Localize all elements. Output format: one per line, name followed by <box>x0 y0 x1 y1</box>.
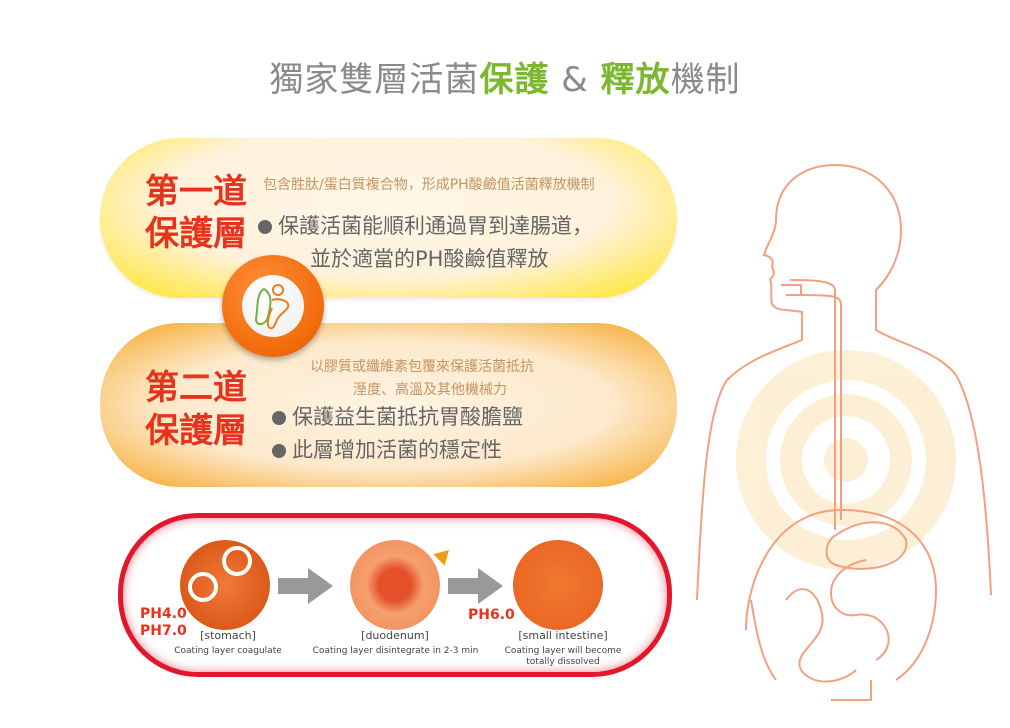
second-layer-panel: 第二道 保護層 以膠質或纖維素包覆來保護活菌抵抗 溼度、高溫及其他機械力 保護益… <box>100 323 677 487</box>
stage-label: [stomach] <box>200 629 256 642</box>
layer2-heading-1: 第二道 <box>145 368 247 408</box>
stage-caption: Coating layer will become totally dissol… <box>504 646 622 667</box>
human-body-illustration <box>696 163 992 701</box>
first-layer-panel: 第一道 保護層 包含胜肽/蛋白質複合物，形成PH酸鹼值活菌釋放機制 保護活菌能順… <box>100 138 677 298</box>
layer1-heading-2: 保護層 <box>145 214 247 254</box>
title-text: 獨家雙層活菌 <box>269 60 480 100</box>
layer2-bullet-1: 保護益生菌抵抗胃酸膽鹽 <box>272 401 523 431</box>
stage-caption: Coating layer coagulate <box>174 646 282 656</box>
layer2-note-2: 溼度、高溫及其他機械力 <box>353 382 507 398</box>
stage-caption: Coating layer disintegrate in 2-3 min <box>312 646 479 656</box>
duodenum-image <box>350 540 440 630</box>
layer1-line1: 保護活菌能順利通過胃到達腸道， <box>278 214 593 238</box>
title-highlight-protect: 保護 <box>479 60 550 100</box>
digestion-stages-panel: PH4.0 PH7.0 PH6.0 [stomach] Coating laye… <box>118 513 672 677</box>
ph-stomach-low: PH4.0 <box>140 606 187 622</box>
bullet-icon <box>258 220 272 234</box>
title-text-end: 機制 <box>670 60 741 100</box>
layer2-bullet-2: 此層增加活菌的穩定性 <box>272 434 502 464</box>
bullet-icon <box>272 411 286 425</box>
bullet-icon <box>272 444 286 458</box>
layer1-note: 包含胜肽/蛋白質複合物，形成PH酸鹼值活菌釋放機制 <box>263 177 595 193</box>
small-intestine-image <box>513 540 603 630</box>
brand-logo <box>222 255 324 357</box>
layer2-bullet-1-text: 保護益生菌抵抗胃酸膽鹽 <box>292 405 523 429</box>
stage-label: [small intestine] <box>518 629 608 642</box>
ph-stomach-high: PH7.0 <box>140 623 187 639</box>
orange-arrow-icon <box>433 544 455 566</box>
layer2-heading-2: 保護層 <box>145 411 247 451</box>
arrow-right-icon <box>448 568 503 604</box>
stomach-image <box>180 540 270 630</box>
layer2-bullet-2-text: 此層增加活菌的穩定性 <box>292 438 502 462</box>
title-amp: & <box>549 60 601 100</box>
layer1-bullet: 保護活菌能順利通過胃到達腸道， <box>258 210 593 240</box>
arrow-right-icon <box>278 568 333 604</box>
layer2-note-1: 以膠質或纖維素包覆來保護活菌抵抗 <box>310 359 534 375</box>
page-title: 獨家雙層活菌保護 & 釋放機制 <box>0 52 1010 101</box>
logo-icon <box>254 284 290 330</box>
layer1-heading-1: 第一道 <box>145 172 247 212</box>
title-highlight-release: 釋放 <box>600 60 671 100</box>
ph-intestine: PH6.0 <box>468 607 515 623</box>
stage-label: [duodenum] <box>361 629 429 642</box>
layer1-line2: 並於適當的PH酸鹼值釋放 <box>310 247 549 271</box>
